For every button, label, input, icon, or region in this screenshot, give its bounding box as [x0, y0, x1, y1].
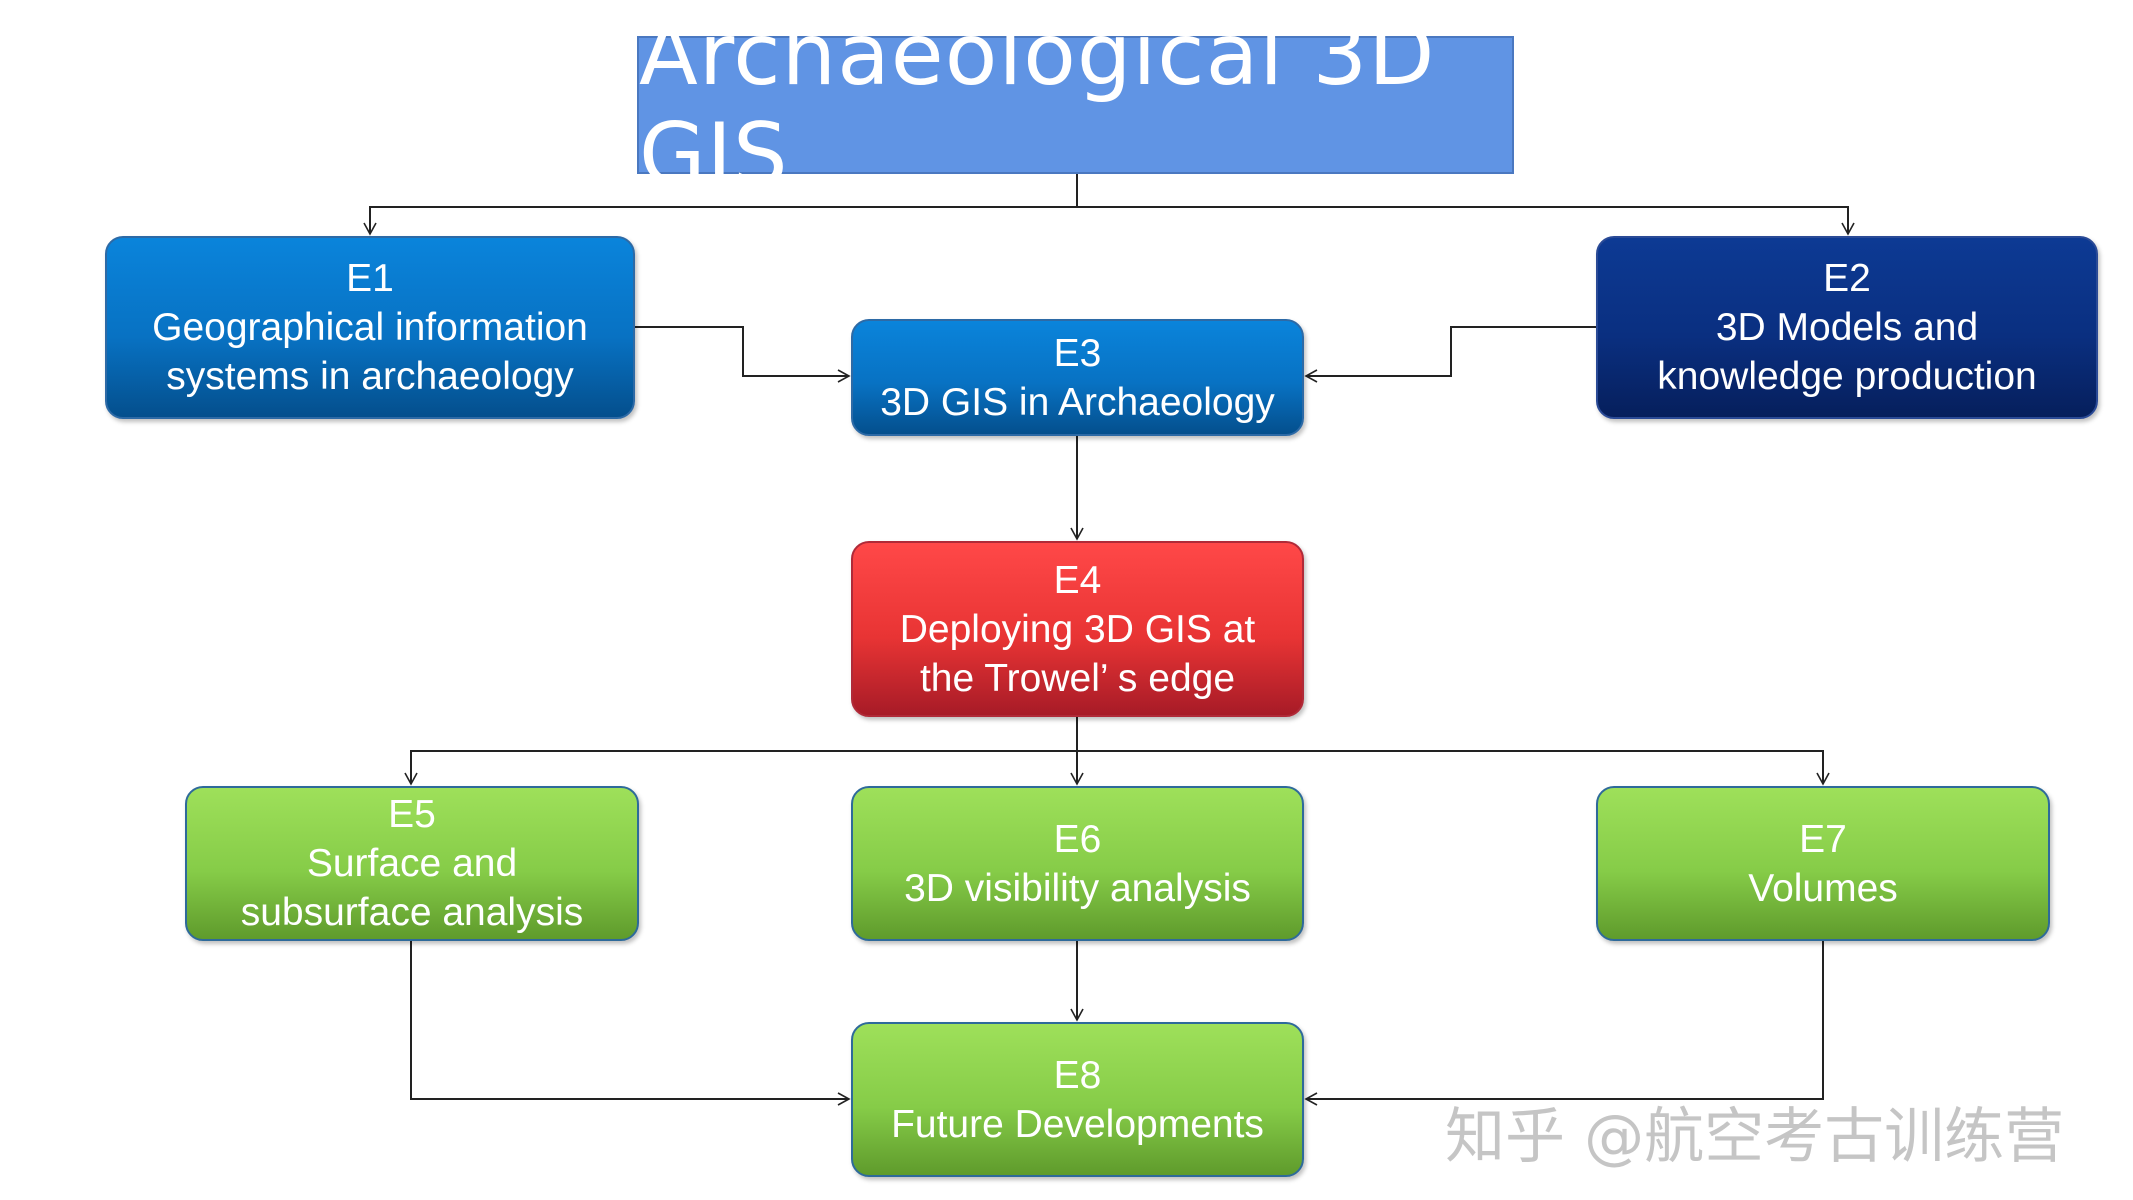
node-e7-line-1: Volumes — [1748, 866, 1898, 910]
node-e7: E7 Volumes — [1596, 786, 2050, 941]
node-e3-id: E3 — [1053, 331, 1102, 375]
node-e6-id: E6 — [1053, 817, 1102, 861]
node-e5-line-1: Surface and — [306, 842, 518, 885]
node-e7-id: E7 — [1799, 817, 1847, 861]
edge-e4-e5 — [404, 717, 1078, 786]
node-e2-id: E2 — [1823, 257, 1871, 300]
node-e4-line-2: the Trowel’ s edge — [919, 656, 1236, 700]
node-e4-line-1: Deploying 3D GIS at — [899, 607, 1256, 651]
node-e1: E1 Geographical information systems in a… — [105, 236, 635, 419]
node-e3-line-1: 3D GIS in Archaeology — [880, 380, 1275, 424]
edge-title-e2 — [1077, 206, 1855, 236]
node-e2-line-1: 3D Models and — [1715, 306, 1979, 349]
watermark-text: 知乎 @航空考古训练营 — [1445, 1102, 2065, 1172]
node-e4: E4 Deploying 3D GIS at the Trowel’ s edg… — [851, 541, 1304, 717]
node-e5-id: E5 — [388, 793, 436, 836]
node-e4-id: E4 — [1053, 558, 1102, 602]
node-e6-line-1: 3D visibility analysis — [904, 866, 1251, 910]
edge-e1-e3 — [635, 326, 851, 383]
node-e5: E5 Surface and subsurface analysis — [185, 786, 639, 941]
node-e1-line-2: systems in archaeology — [166, 355, 574, 398]
node-e8-id: E8 — [1053, 1053, 1102, 1097]
edge-e7-e8 — [1304, 941, 1824, 1106]
node-e2: E2 3D Models and knowledge production — [1596, 236, 2098, 419]
node-e2-line-2: knowledge production — [1657, 355, 2037, 398]
node-e5-line-2: subsurface analysis — [240, 891, 584, 934]
edge-e4-e7 — [1077, 750, 1830, 786]
node-e1-id: E1 — [346, 257, 394, 300]
node-e8-line-1: Future Developments — [891, 1102, 1264, 1146]
node-e8: E8 Future Developments — [851, 1022, 1304, 1177]
edge-e2-e3 — [1304, 326, 1596, 383]
node-e6: E6 3D visibility analysis — [851, 786, 1304, 941]
edge-e5-e8 — [410, 941, 851, 1106]
diagram-title: Archaeological 3D GIS — [637, 5, 1514, 205]
node-e3: E3 3D GIS in Archaeology — [851, 319, 1304, 436]
node-e1-line-1: Geographical information — [152, 306, 588, 349]
